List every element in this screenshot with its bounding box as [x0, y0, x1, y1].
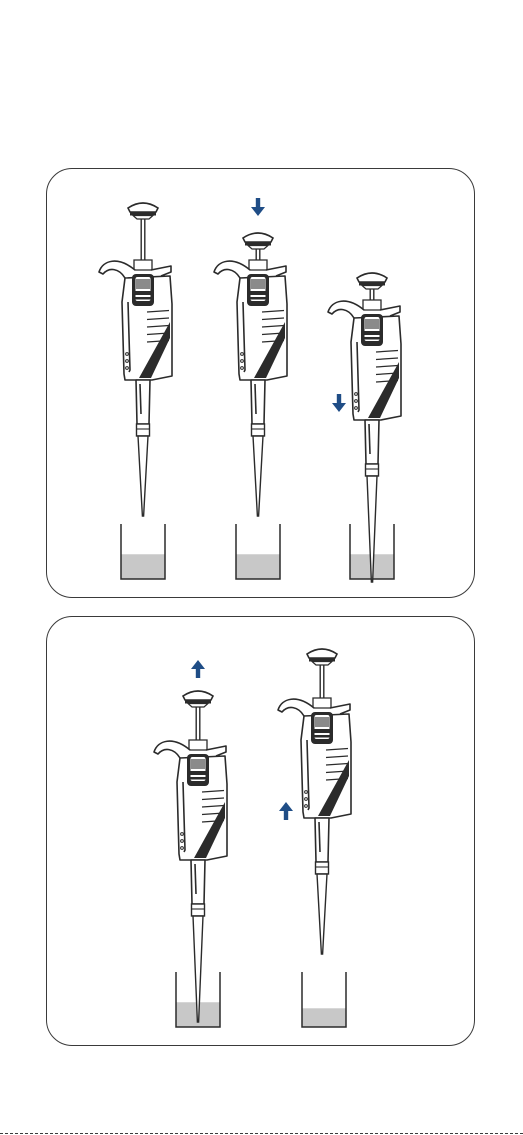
plunger-button	[307, 649, 337, 665]
down-arrow-icon	[251, 198, 265, 216]
plunger-button	[128, 203, 158, 219]
plunger-button	[357, 273, 387, 289]
pipette-tip	[317, 874, 327, 954]
pipette-body	[99, 260, 172, 380]
beaker	[302, 972, 346, 1027]
volume-display	[247, 274, 269, 306]
volume-display	[187, 754, 209, 786]
pipette-step-2-1	[154, 660, 227, 1027]
beaker-liquid	[121, 554, 165, 579]
pipette-body	[278, 698, 351, 818]
pipette-body	[154, 740, 227, 860]
pipette-step-2-2	[278, 649, 351, 1027]
plunger-button	[183, 691, 213, 707]
pipette-tip	[138, 436, 148, 516]
volume-display	[132, 274, 154, 306]
pipette-body	[214, 260, 287, 380]
beaker-liquid	[302, 1008, 346, 1027]
volume-display	[311, 712, 333, 744]
pipette-tip	[253, 436, 263, 516]
up-arrow-icon	[191, 660, 205, 678]
pipette-step-1-2	[214, 198, 287, 579]
pipette-shaft	[315, 818, 329, 874]
beaker	[121, 524, 165, 579]
up-arrow-icon	[279, 802, 293, 820]
pipette-step-1-3	[328, 273, 401, 582]
pipette-shaft	[191, 860, 205, 916]
pipette-shaft	[136, 380, 150, 436]
beaker-liquid	[236, 554, 280, 579]
pipette-step-1-1	[99, 203, 172, 579]
pipette-shaft	[365, 420, 379, 476]
pipette-shaft	[251, 380, 265, 436]
down-arrow-icon	[332, 394, 346, 412]
beaker	[236, 524, 280, 579]
plunger-button	[243, 233, 273, 249]
volume-display	[361, 314, 383, 346]
page-cut-line	[0, 1133, 523, 1134]
